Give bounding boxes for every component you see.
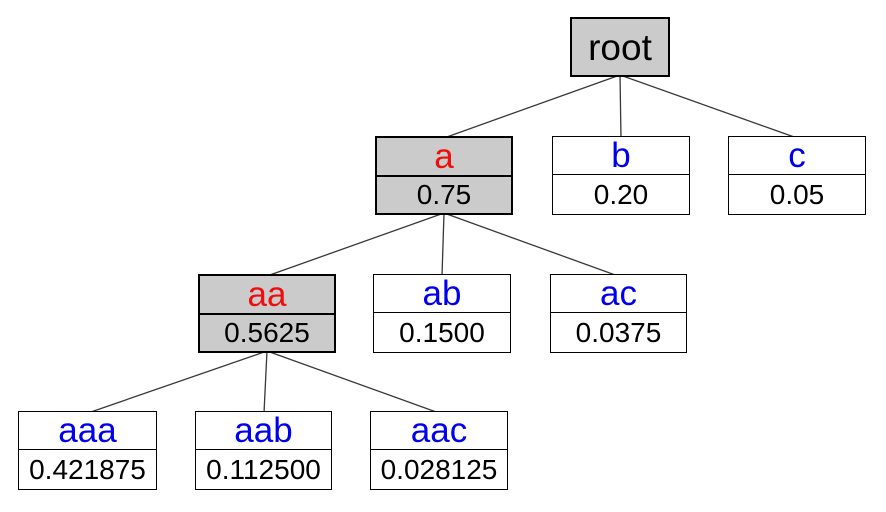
edge-aa-aab [263, 350, 268, 414]
edge-root-c [619, 74, 798, 139]
edge-root-b [619, 74, 622, 139]
node-ab: ab 0.1500 [373, 274, 511, 353]
node-ab-label: ab [422, 274, 462, 313]
edge-root-a [443, 74, 621, 139]
node-ac-label: ac [600, 274, 637, 313]
node-a-label: a [434, 137, 454, 176]
edge-a-ac [443, 212, 619, 277]
node-aaa-label: aaa [58, 411, 117, 450]
node-ac: ac 0.0375 [550, 274, 687, 353]
node-aab-value: 0.112500 [196, 449, 331, 489]
node-aab-label: aab [234, 411, 293, 450]
node-b-label: b [611, 136, 631, 175]
node-aa: aa 0.5625 [198, 274, 336, 353]
node-aa-value: 0.5625 [200, 313, 334, 351]
node-c: c 0.05 [728, 136, 866, 215]
node-aac-label: aac [410, 411, 468, 450]
node-aaa: aaa 0.421875 [18, 411, 157, 490]
node-root: root [570, 17, 670, 77]
node-aac-value: 0.028125 [371, 449, 507, 489]
node-a-value: 0.75 [377, 175, 511, 213]
node-c-value: 0.05 [729, 174, 865, 214]
node-root-label: root [588, 26, 652, 68]
node-aac: aac 0.028125 [370, 411, 508, 490]
node-b-value: 0.20 [553, 174, 689, 214]
node-ab-value: 0.1500 [374, 312, 510, 352]
node-aa-label: aa [247, 275, 287, 314]
node-aab: aab 0.112500 [195, 411, 332, 490]
edge-aa-aaa [87, 350, 268, 414]
node-c-label: c [788, 136, 806, 175]
node-a: a 0.75 [375, 136, 513, 215]
edge-aa-aac [266, 350, 440, 414]
edge-a-aa [266, 212, 445, 277]
node-aaa-value: 0.421875 [19, 449, 156, 489]
edge-a-ab [441, 212, 445, 277]
node-ac-value: 0.0375 [551, 312, 686, 352]
node-b: b 0.20 [552, 136, 690, 215]
